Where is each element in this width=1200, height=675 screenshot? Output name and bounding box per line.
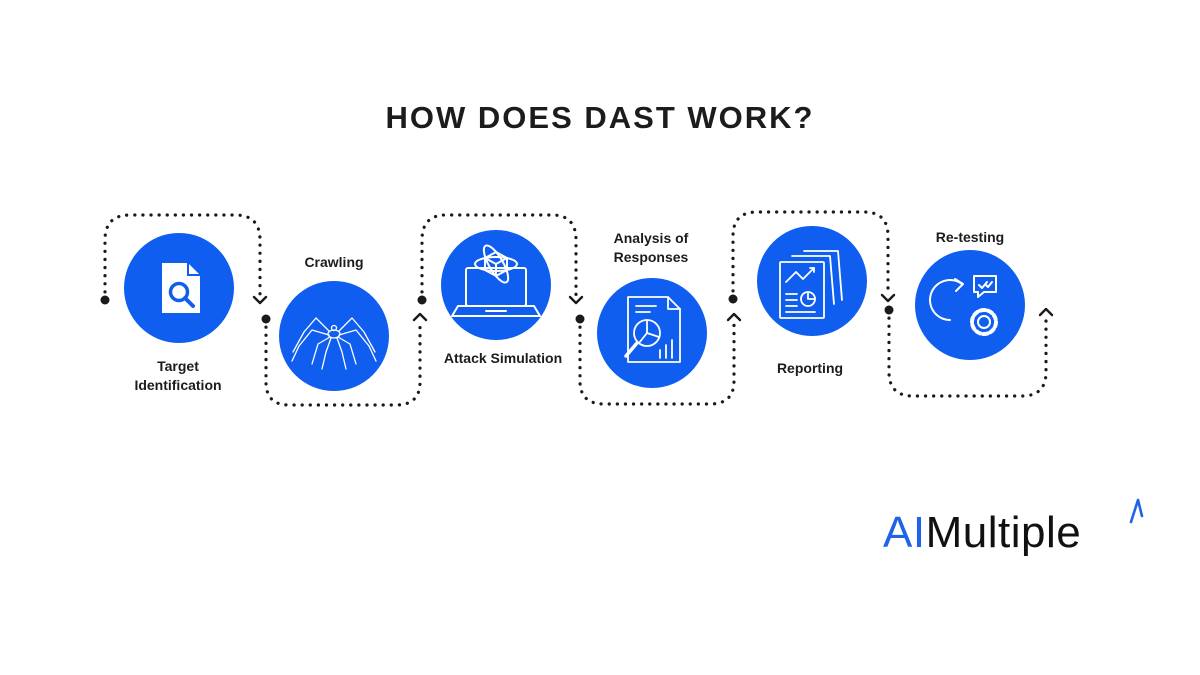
logo-accent-icon (1129, 498, 1144, 524)
step-label-crawling: Crawling (304, 254, 364, 270)
logo-suffix: Multiple (925, 508, 1082, 557)
laptop-cube-icon (451, 244, 541, 317)
aimultiple-logo: AIMultiple (883, 508, 1081, 558)
step-label-analysis-of-responses: Analysis of Responses (613, 230, 689, 265)
page-title: HOW DOES DAST WORK? (385, 100, 815, 135)
step-label-target-identification: Target Identification (134, 358, 222, 393)
step-label-re-testing: Re-testing (935, 229, 1005, 245)
step-label-attack-simulation: Attack Simulation (443, 350, 563, 366)
path-nodes (100, 294, 894, 324)
document-search-icon (162, 263, 200, 313)
logo-prefix: AI (883, 508, 926, 557)
report-magnifier-icon (624, 296, 681, 363)
report-charts-icon (779, 250, 843, 319)
dotted-path (103, 210, 1048, 407)
spider-icon (291, 317, 377, 370)
cycle-gear-icon (929, 275, 998, 336)
step-label-reporting: Reporting (776, 360, 844, 376)
path-arrows (252, 293, 1054, 322)
